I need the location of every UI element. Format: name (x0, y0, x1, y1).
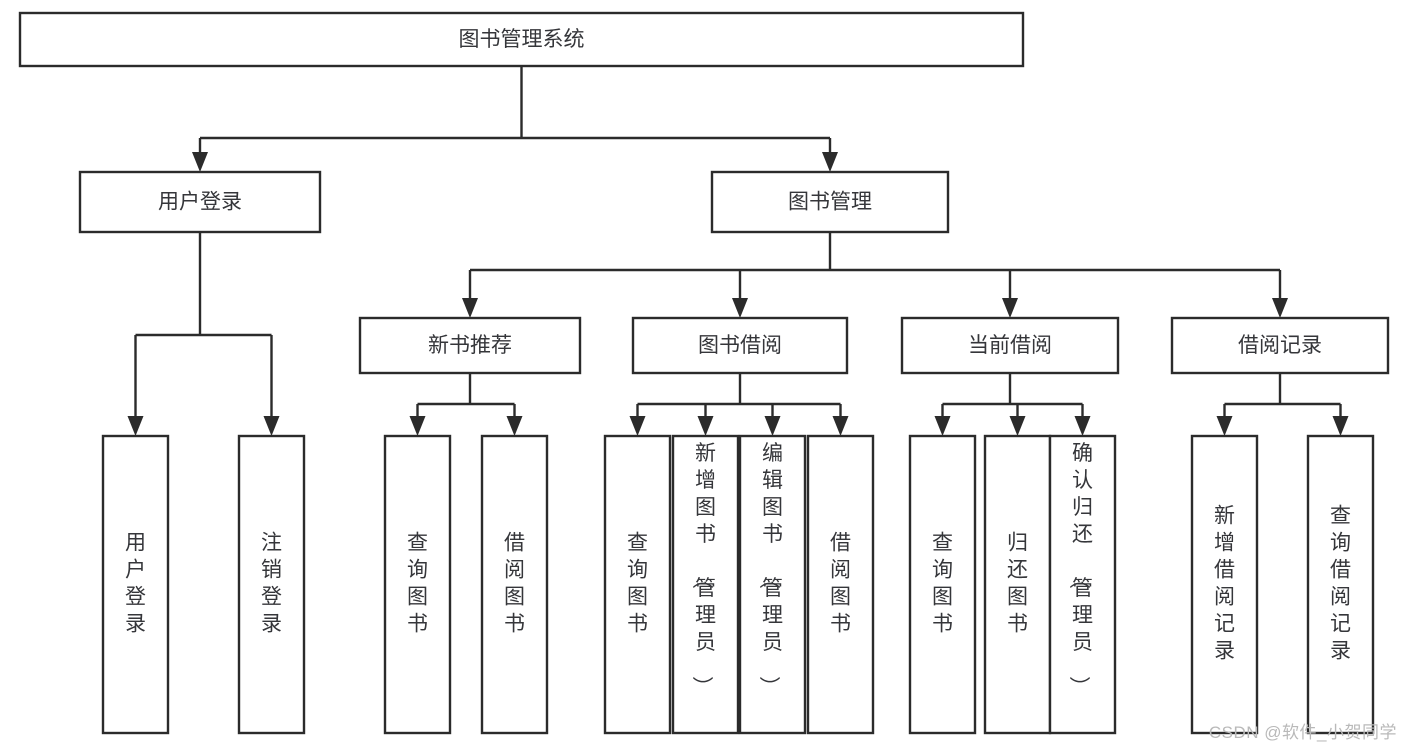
arrow-down-icon (832, 416, 849, 436)
node-query-borrow-record[interactable]: 查询借阅记录 (1306, 434, 1375, 735)
arrow-down-icon (192, 152, 208, 172)
node-user-login[interactable]: 用户登录 (78, 170, 322, 234)
node-label-new-book-recommend: 新书推荐 (428, 334, 512, 357)
arrow-down-icon (1009, 416, 1026, 436)
arrow-down-icon (697, 416, 714, 436)
node-box-query-book-1[interactable] (383, 434, 452, 735)
watermark-label: CSDN @软件_小贺同学 (1208, 723, 1397, 742)
node-label-add-book-admin: 新增图书（管理员） (690, 442, 716, 697)
arrow-down-icon (409, 416, 426, 436)
node-root[interactable]: 图书管理系统 (18, 11, 1025, 68)
node-box-add-borrow-record[interactable] (1190, 434, 1259, 735)
node-label-user-logout: 注销登录 (261, 532, 282, 636)
arrow-down-icon (127, 416, 144, 436)
node-label-book-manage: 图书管理 (788, 191, 872, 214)
arrow-down-icon (1216, 416, 1233, 436)
node-box-borrow-book-1[interactable] (480, 434, 549, 735)
node-confirm-return-admin[interactable]: 确认归还（管理员） (1048, 434, 1117, 735)
arrow-down-icon (764, 416, 781, 436)
node-box-borrow-book-2[interactable] (806, 434, 875, 735)
node-label-borrow-book-1: 借阅图书 (504, 532, 525, 636)
node-label-query-borrow-record: 查询借阅记录 (1330, 505, 1351, 663)
node-label-book-borrow: 图书借阅 (698, 334, 782, 357)
node-box-confirm-return-admin[interactable] (1048, 434, 1117, 735)
node-box-book-borrow[interactable] (631, 316, 849, 375)
node-current-borrow[interactable]: 当前借阅 (900, 316, 1120, 375)
node-add-borrow-record[interactable]: 新增借阅记录 (1190, 434, 1259, 735)
node-label-query-book-1: 查询图书 (407, 532, 428, 636)
node-query-book-1[interactable]: 查询图书 (383, 434, 452, 735)
node-label-query-book-2: 查询图书 (627, 532, 648, 636)
node-label-confirm-return-admin: 确认归还（管理员） (1067, 442, 1093, 697)
arrow-down-icon (462, 298, 478, 318)
node-book-manage[interactable]: 图书管理 (710, 170, 950, 234)
node-box-root[interactable] (18, 11, 1025, 68)
arrow-down-icon (629, 416, 646, 436)
node-label-user-login-do: 用户登录 (125, 532, 146, 636)
node-user-login-do[interactable]: 用户登录 (101, 434, 170, 735)
node-box-current-borrow[interactable] (900, 316, 1120, 375)
node-box-user-login-do[interactable] (101, 434, 170, 735)
node-label-current-borrow: 当前借阅 (968, 334, 1052, 357)
arrow-down-icon (822, 152, 838, 172)
arrow-down-icon (263, 416, 280, 436)
node-label-user-login: 用户登录 (158, 191, 242, 214)
node-label-borrow-book-2: 借阅图书 (830, 532, 851, 636)
node-book-borrow[interactable]: 图书借阅 (631, 316, 849, 375)
node-label-borrow-record: 借阅记录 (1238, 334, 1322, 357)
arrow-down-icon (1272, 298, 1288, 318)
arrow-down-icon (732, 298, 748, 318)
arrow-down-icon (1332, 416, 1349, 436)
node-box-user-logout[interactable] (237, 434, 306, 735)
node-borrow-book-2[interactable]: 借阅图书 (806, 434, 875, 735)
node-new-book-recommend[interactable]: 新书推荐 (358, 316, 582, 375)
node-query-book-2[interactable]: 查询图书 (603, 434, 672, 735)
node-box-book-manage[interactable] (710, 170, 950, 234)
node-box-borrow-record[interactable] (1170, 316, 1390, 375)
arrow-down-icon (506, 416, 523, 436)
node-borrow-record[interactable]: 借阅记录 (1170, 316, 1390, 375)
node-label-edit-book-admin: 编辑图书（管理员） (757, 442, 783, 697)
node-return-book[interactable]: 归还图书 (983, 434, 1052, 735)
node-box-edit-book-admin[interactable] (738, 434, 807, 735)
node-box-add-book-admin[interactable] (671, 434, 740, 735)
node-user-logout[interactable]: 注销登录 (237, 434, 306, 735)
arrow-down-icon (934, 416, 951, 436)
node-box-query-borrow-record[interactable] (1306, 434, 1375, 735)
node-box-query-book-3[interactable] (908, 434, 977, 735)
node-label-return-book: 归还图书 (1007, 532, 1028, 636)
node-box-query-book-2[interactable] (603, 434, 672, 735)
node-box-return-book[interactable] (983, 434, 1052, 735)
node-borrow-book-1[interactable]: 借阅图书 (480, 434, 549, 735)
arrow-down-icon (1074, 416, 1091, 436)
node-label-add-borrow-record: 新增借阅记录 (1214, 505, 1235, 663)
node-label-root: 图书管理系统 (459, 28, 585, 51)
node-query-book-3[interactable]: 查询图书 (908, 434, 977, 735)
node-add-book-admin[interactable]: 新增图书（管理员） (671, 434, 740, 735)
node-edit-book-admin[interactable]: 编辑图书（管理员） (738, 434, 807, 735)
arrow-down-icon (1002, 298, 1018, 318)
node-label-query-book-3: 查询图书 (932, 532, 953, 636)
